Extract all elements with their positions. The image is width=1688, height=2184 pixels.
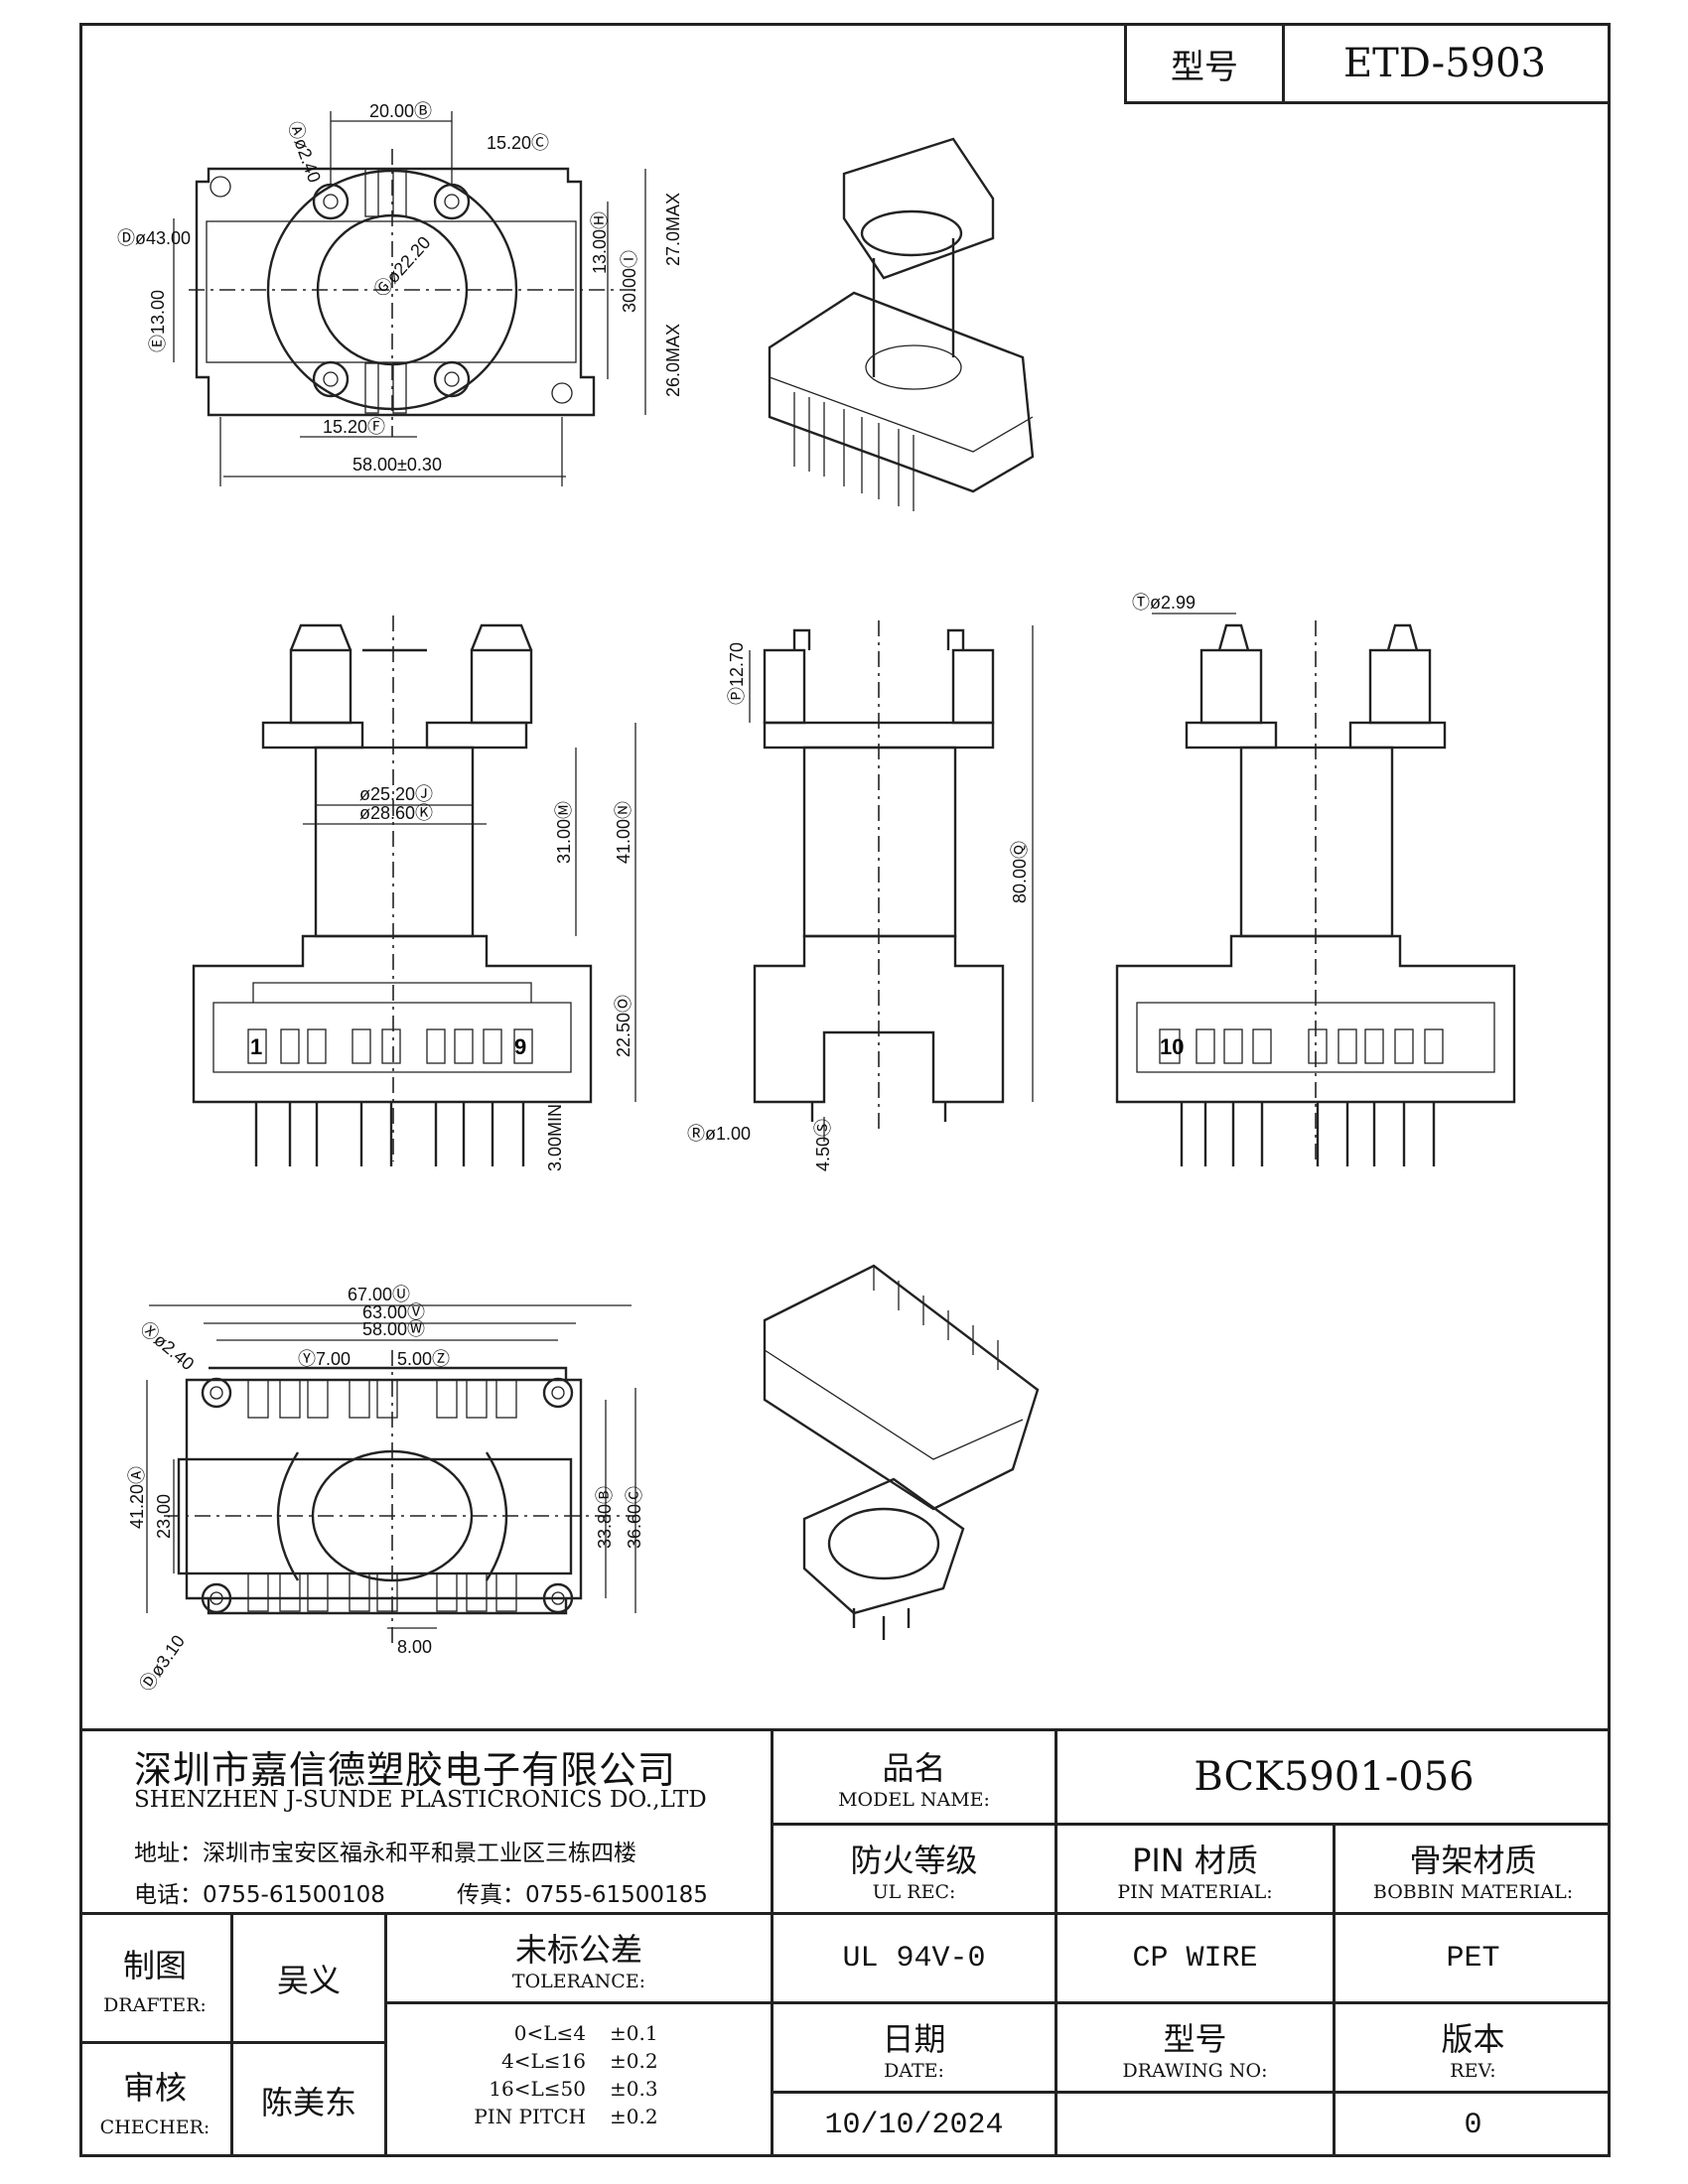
- dim-front-n: 41.00Ⓝ: [614, 801, 633, 864]
- bobbin-material-value: PET: [1446, 1941, 1500, 1976]
- dim-bottom-h36: 36.60Ⓒ: [625, 1486, 644, 1549]
- drawing-no-value: [1057, 2094, 1333, 2157]
- dim-top-e: Ⓔ13.00: [148, 290, 168, 352]
- bobbin-material-label-cn: 骨架材质: [1409, 1841, 1537, 1879]
- dim-top-j1: 27.0MAX: [663, 193, 683, 266]
- pin-material-label-cn: PIN 材质: [1132, 1841, 1258, 1879]
- header-model-value: ETD-5903: [1282, 23, 1611, 104]
- checker-label-cn: 审核: [122, 2069, 187, 2107]
- dim-side-r: Ⓡø1.00: [687, 1124, 751, 1144]
- rev-value: 0: [1464, 2109, 1482, 2142]
- tolerance-label-en: TOLERANCE:: [511, 1970, 646, 1992]
- pin-label-9: 9: [514, 1034, 526, 1059]
- pin-material-value: CP WIRE: [1132, 1941, 1258, 1976]
- ul-label-cn: 防火等级: [850, 1841, 978, 1879]
- dim-bottom-h33: 33.80Ⓑ: [595, 1486, 615, 1549]
- tolerance-row: 0<L≤4±0.1: [513, 2021, 658, 2045]
- drafter-value: 吴义: [276, 1961, 341, 1999]
- tolerance-row: 4<L≤16±0.2: [501, 2049, 658, 2073]
- dim-front-j: ø25.20Ⓙ: [359, 784, 433, 804]
- company-address: 地址：深圳市宝安区福永和平和景工业区三栋四楼: [134, 1841, 636, 1866]
- title-block: 深圳市嘉信德塑胶电子有限公司 SHENZHEN J-SUNDE PLASTICR…: [79, 1728, 1611, 2157]
- side-view: [749, 620, 1034, 1142]
- dim-bottom-y: Ⓨ7.00: [298, 1349, 351, 1369]
- tolerance-row: 16<L≤50±0.3: [489, 2077, 658, 2101]
- tolerance-label-cn: 未标公差: [514, 1930, 642, 1969]
- checker-label-en: CHECHER:: [99, 2116, 211, 2138]
- technical-drawing: Ⓐø2.40 20.00Ⓑ 15.20Ⓒ Ⓓø43.00 Ⓔ13.00 Ⓖø22…: [117, 101, 1516, 1695]
- dim-side-q: 80.00Ⓠ: [1010, 841, 1030, 903]
- company-name-en: SHENZHEN J-SUNDE PLASTICRONICS DO.,LTD: [134, 1787, 707, 1813]
- drawing-no-label-en: DRAWING NO:: [1122, 2059, 1268, 2082]
- dim-top-g: Ⓖø22.20: [370, 232, 434, 300]
- dim-right-t: Ⓣø2.99: [1132, 593, 1196, 613]
- dim-side-s: 4.50Ⓢ: [813, 1119, 833, 1171]
- dim-bottom-x: Ⓧø2.40: [136, 1318, 198, 1374]
- header-model-label: 型号: [1124, 23, 1285, 104]
- iso-view-top: [768, 137, 1035, 511]
- ul-value: UL 94V-0: [842, 1941, 986, 1976]
- dim-top-b: 20.00Ⓑ: [369, 101, 432, 121]
- drafter-label-en: DRAFTER:: [103, 1993, 207, 2016]
- dim-front-k: ø28.60Ⓚ: [359, 803, 433, 823]
- dim-side-p: Ⓟ12.70: [727, 642, 747, 705]
- dim-top-j2: 26.0MAX: [663, 324, 683, 397]
- dim-bottom-d: Ⓓø3.10: [136, 1631, 189, 1695]
- pin-label-10: 10: [1160, 1034, 1184, 1059]
- dim-top-d: Ⓓø43.00: [117, 228, 191, 248]
- dim-top-c: 15.20Ⓒ: [487, 133, 549, 153]
- top-view: [173, 111, 646, 486]
- dim-top-h: 13.00Ⓗ: [590, 211, 610, 274]
- pin-material-label-en: PIN MATERIAL:: [1117, 1880, 1273, 1903]
- date-label-en: DATE:: [884, 2059, 944, 2082]
- rev-label-cn: 版本: [1441, 2019, 1505, 2058]
- dim-bottom-p8: 8.00: [397, 1637, 432, 1657]
- company-phone: 电话：0755-61500108: [134, 1882, 385, 1908]
- rev-label-en: REV:: [1450, 2059, 1496, 2082]
- model-name-value: BCK5901-056: [1194, 1754, 1475, 1800]
- dim-front-p: 3.00MIN: [545, 1104, 565, 1171]
- date-value: 10/10/2024: [824, 2109, 1004, 2142]
- dim-bottom-h23: 23.00: [154, 1494, 174, 1539]
- dim-bottom-w: 58.00Ⓦ: [362, 1319, 425, 1339]
- dim-top-w: 58.00±0.30: [352, 455, 442, 475]
- company-fax: 传真：0755-61500185: [457, 1882, 708, 1908]
- drafter-label-cn: 制图: [122, 1946, 187, 1984]
- dim-bottom-h41: 41.20Ⓐ: [127, 1466, 147, 1529]
- drawing-no-label-cn: 型号: [1163, 2019, 1227, 2058]
- iso-view-bottom: [763, 1264, 1040, 1640]
- checker-value: 陈美东: [260, 2084, 356, 2121]
- tolerance-table: 0<L≤4±0.1 4<L≤16±0.2 16<L≤50±0.3 PIN PIT…: [387, 2019, 771, 2130]
- bobbin-material-label-en: BOBBIN MATERIAL:: [1372, 1880, 1574, 1903]
- dim-top-a: Ⓐø2.40: [284, 119, 325, 186]
- dim-front-m: 31.00Ⓜ: [554, 801, 574, 864]
- company-name-cn: 深圳市嘉信德塑胶电子有限公司: [134, 1748, 677, 1792]
- dim-front-o: 22.50Ⓞ: [614, 995, 633, 1057]
- ul-label-en: UL REC:: [872, 1880, 956, 1903]
- date-label-cn: 日期: [882, 2019, 946, 2058]
- pin-label-1: 1: [250, 1034, 262, 1059]
- dim-bottom-v: 63.00Ⓥ: [362, 1302, 425, 1322]
- dim-bottom-z: 5.00Ⓩ: [397, 1349, 450, 1369]
- front-view: [192, 615, 636, 1166]
- drawing-frame: [79, 23, 1611, 2157]
- model-name-label-cn: 品名: [882, 1749, 946, 1787]
- right-view: [1115, 613, 1516, 1166]
- model-name-label-en: MODEL NAME:: [838, 1789, 990, 1811]
- bottom-view: [146, 1304, 636, 1648]
- tolerance-row: PIN PITCH±0.2: [474, 2105, 658, 2128]
- dim-top-i: 30.00Ⓘ: [620, 250, 639, 313]
- dim-bottom-u: 67.00Ⓤ: [348, 1285, 410, 1304]
- dim-top-f: 15.20Ⓕ: [323, 417, 385, 437]
